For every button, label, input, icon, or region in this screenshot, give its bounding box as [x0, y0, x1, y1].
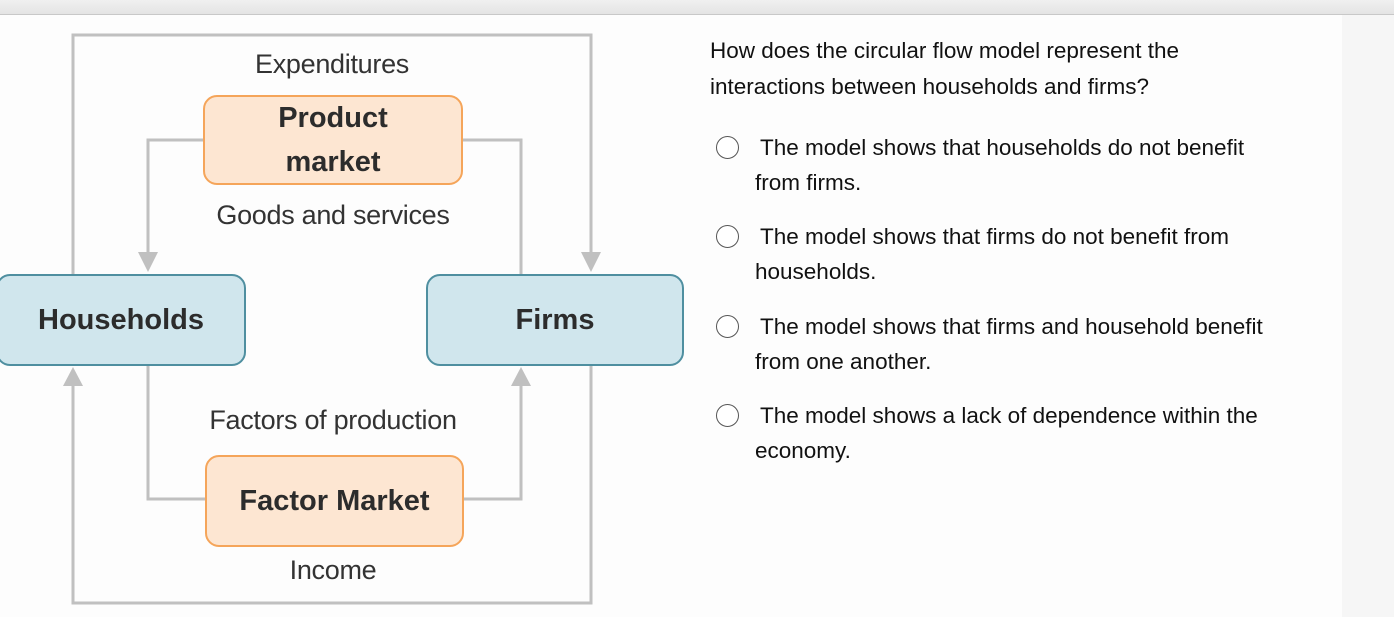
option-line-2: from one another.	[755, 349, 932, 374]
option-line-2: economy.	[755, 438, 851, 463]
factors-line	[146, 366, 205, 501]
option-line-2: from firms.	[755, 170, 862, 195]
product-market-label-2: market	[285, 146, 381, 178]
factors-arrow	[464, 385, 523, 501]
goods-services-arrow	[146, 138, 203, 255]
factor-market-box: Factor Market	[205, 455, 464, 547]
answer-option-3[interactable]: The model shows that firms and household…	[716, 309, 1356, 379]
top-bar	[0, 0, 1394, 15]
option-line-1: The model shows that households do not b…	[760, 135, 1245, 160]
firms-box: Firms	[426, 274, 684, 366]
product-market-label-1: Product	[278, 102, 388, 134]
factors-label: Factors of production	[209, 405, 457, 435]
radio-button[interactable]	[716, 315, 739, 338]
households-box: Households	[0, 274, 246, 366]
answer-option-4[interactable]: The model shows a lack of dependence wit…	[716, 398, 1356, 468]
households-label: Households	[38, 304, 204, 336]
factor-market-label: Factor Market	[239, 485, 430, 517]
radio-button[interactable]	[716, 136, 739, 159]
question-line-2: interactions between households and firm…	[710, 74, 1150, 99]
option-line-1: The model shows that firms and household…	[760, 314, 1263, 339]
firms-to-product-line	[463, 138, 523, 274]
question-text: How does the circular flow model represe…	[710, 33, 1330, 105]
expenditures-label: Expenditures	[255, 49, 409, 79]
expenditures-arrow	[71, 33, 593, 274]
answer-option-2[interactable]: The model shows that firms do not benefi…	[716, 219, 1356, 289]
firms-label: Firms	[515, 304, 595, 336]
question-line-1: How does the circular flow model represe…	[710, 38, 1179, 63]
option-line-1: The model shows a lack of dependence wit…	[760, 403, 1258, 428]
option-line-2: households.	[755, 259, 877, 284]
income-label: Income	[289, 555, 377, 585]
option-line-1: The model shows that firms do not benefi…	[760, 224, 1229, 249]
answer-option-1[interactable]: The model shows that households do not b…	[716, 130, 1356, 200]
product-market-box: Product market	[203, 95, 463, 185]
circular-flow-arrows	[63, 33, 601, 605]
radio-button[interactable]	[716, 225, 739, 248]
income-arrow	[71, 366, 593, 605]
goods-services-label: Goods and services	[216, 200, 450, 230]
radio-button[interactable]	[716, 404, 739, 427]
right-margin	[1342, 15, 1394, 617]
